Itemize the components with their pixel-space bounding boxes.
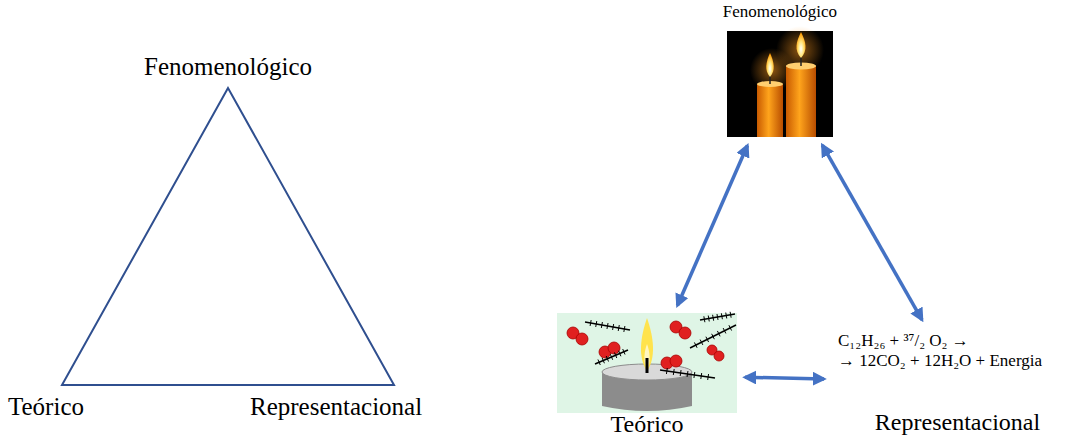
double-arrow: [822, 145, 922, 320]
level-node: Fenomenológico: [712, 2, 848, 140]
double-arrow: [745, 377, 824, 379]
vertex-label: Representacional: [250, 392, 422, 422]
level-node: Teórico: [555, 311, 739, 439]
vertex-label: Fenomenológico: [144, 52, 312, 82]
node-title: Teórico: [611, 410, 684, 439]
equation-line: → 12CO₂ + 12H₂O + Energia: [838, 351, 1042, 371]
node-title: Representacional: [875, 408, 1040, 439]
double-arrow: [677, 145, 747, 305]
candle-photo: [727, 26, 833, 137]
molecular-candle: [557, 312, 737, 413]
triangle: [62, 88, 394, 385]
equation-line: C₁₂H₂₆ + ³⁷/₂ O₂ →: [838, 331, 969, 351]
vertex-label: Teórico: [8, 392, 84, 422]
level-node: C₁₂H₂₆ + ³⁷/₂ O₂ →→ 12CO₂ + 12H₂O + Ener…: [830, 325, 1085, 439]
node-title: Fenomenológico: [723, 2, 837, 22]
